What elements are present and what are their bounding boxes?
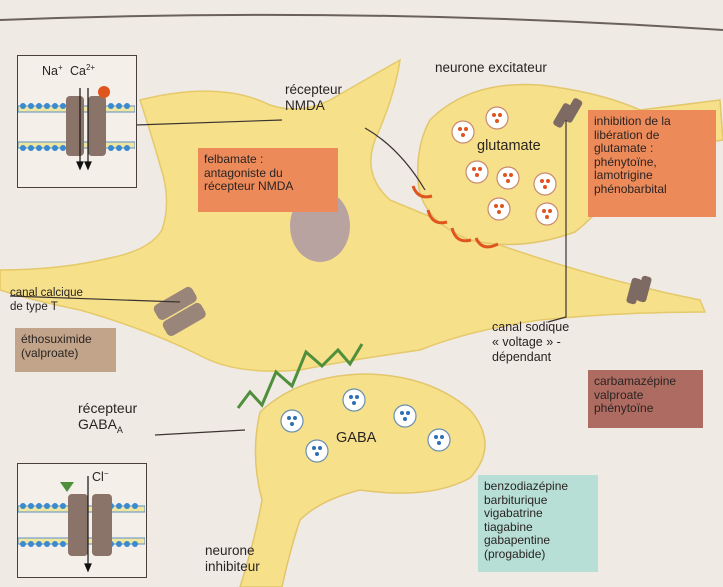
ethosuximide-box: éthosuximide (valproate) <box>15 328 116 372</box>
gaba-binding-site <box>60 482 74 492</box>
glutamate-vesicle <box>534 173 556 195</box>
calcium-channel-label: canal calcique de type T <box>10 286 83 314</box>
gaba-vesicle <box>306 440 328 462</box>
gaba-vesicle <box>394 405 416 427</box>
ion-channel-inset-top: Na+ Ca2+ <box>17 55 137 188</box>
na-ion-label: Na+ <box>42 60 63 79</box>
channel-subunit <box>88 96 106 156</box>
channel-subunit <box>68 494 88 556</box>
sodium-channel-label: canal sodique « voltage » - dépendant <box>492 320 569 365</box>
ca-ion-label: Ca2+ <box>70 60 95 79</box>
felbamate-box: felbamate : antagoniste du récepteur NMD… <box>198 148 338 212</box>
membrane-diagram <box>18 464 145 576</box>
gaba-label: GABA <box>336 430 376 446</box>
glutamate-vesicle <box>486 107 508 129</box>
glutamate-label: glutamate <box>477 138 541 154</box>
gaba-drugs-box: benzodiazépine barbiturique vigabatrine … <box>478 475 598 572</box>
cl-ion-label: Cl− <box>92 466 108 485</box>
gaba-vesicle <box>343 389 365 411</box>
ion-channel-inset-bottom: Cl− <box>17 463 147 578</box>
glutamate-inhibition-box: inhibition de la libération de glutamate… <box>588 110 716 217</box>
page-edge <box>0 15 723 30</box>
channel-subunit <box>66 96 84 156</box>
sodium-channel-drugs-box: carbamazépine valproate phénytoïne <box>588 370 703 428</box>
gaba-vesicle <box>281 410 303 432</box>
glutamate-vesicle <box>466 161 488 183</box>
glutamate-vesicle <box>536 203 558 225</box>
channel-subunit <box>92 494 112 556</box>
excitatory-neuron-label: neurone excitateur <box>435 60 547 76</box>
nmda-receptor-label: récepteur NMDA <box>285 82 342 114</box>
channel-ligand <box>98 86 110 98</box>
inhibitory-neuron-label: neurone inhibiteur <box>205 543 260 575</box>
glutamate-vesicle <box>488 198 510 220</box>
gaba-receptor-label: récepteur GABAA <box>78 400 137 438</box>
glutamate-vesicle <box>497 167 519 189</box>
gaba-vesicle <box>428 429 450 451</box>
glutamate-vesicle <box>452 121 474 143</box>
